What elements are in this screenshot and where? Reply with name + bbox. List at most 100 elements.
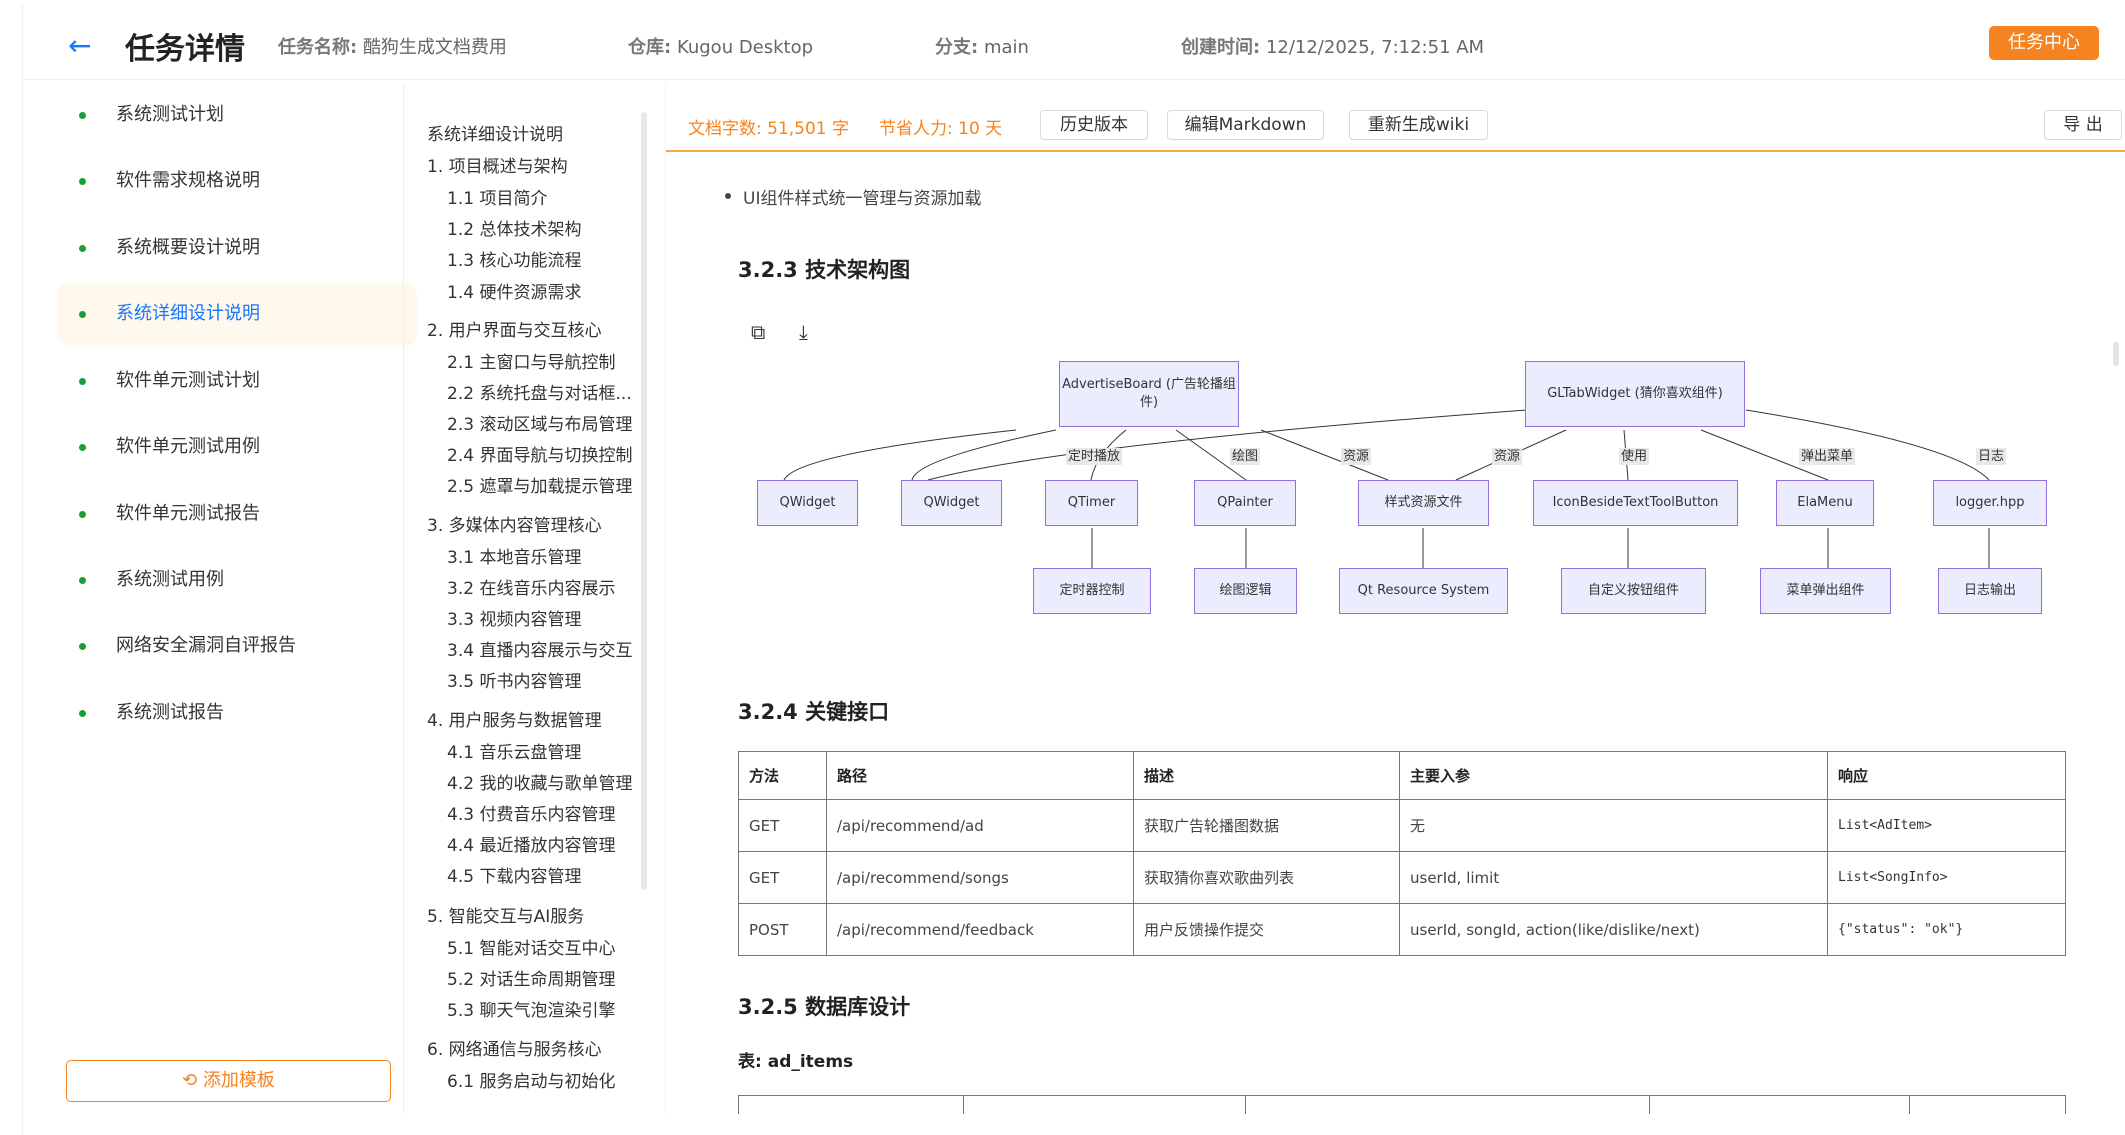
- status-dot-icon: [79, 444, 86, 451]
- node-icon-button: IconBesideTextToolButton: [1533, 480, 1738, 526]
- content-toolbar: 文档字数: 51,501 字 节省人力: 10 天 历史版本 编辑Markdow…: [666, 102, 2125, 152]
- edge-label: 资源: [1492, 448, 1523, 465]
- toc-item[interactable]: 6. 网络通信与服务核心: [427, 1040, 602, 1060]
- refresh-icon: ⟲: [182, 1070, 198, 1091]
- download-icon[interactable]: ⤓: [799, 320, 808, 344]
- toc-item[interactable]: 2.4 界面导航与切换控制: [447, 446, 633, 466]
- toc-item[interactable]: 3.5 听书内容管理: [447, 672, 582, 692]
- toc-item[interactable]: 4.4 最近播放内容管理: [447, 836, 616, 856]
- node-logger: logger.hpp: [1933, 480, 2047, 526]
- toc-item[interactable]: 6.1 服务启动与初始化: [447, 1072, 616, 1092]
- node-advertise-board: AdvertiseBoard (广告轮播组件): [1059, 361, 1239, 427]
- content-divider: [665, 84, 666, 1114]
- copy-icon[interactable]: ⧉: [751, 320, 766, 344]
- table-row: GET /api/recommend/songs 获取猜你喜欢歌曲列表 user…: [738, 851, 2066, 904]
- table-cell: {"status": "ok"}: [1827, 903, 2066, 956]
- toc-item[interactable]: 1.2 总体技术架构: [447, 220, 582, 240]
- branch-meta: 分支: main: [935, 37, 1029, 58]
- node-qt-resource: Qt Resource System: [1339, 568, 1508, 614]
- edge-line: [1175, 429, 1247, 481]
- status-dot-icon: [79, 378, 86, 385]
- doc-item-srs[interactable]: 软件需求规格说明: [57, 150, 417, 212]
- add-template-button[interactable]: ⟲ 添加模板: [66, 1060, 391, 1102]
- toc-item[interactable]: 5.2 对话生命周期管理: [447, 970, 616, 990]
- table-cell: /api/recommend/songs: [826, 851, 1134, 904]
- export-button[interactable]: 导 出: [2044, 110, 2122, 140]
- doc-item-detail-design[interactable]: 系统详细设计说明: [57, 283, 417, 345]
- table-cell: /api/recommend/ad: [826, 799, 1134, 852]
- toc-item[interactable]: 3.1 本地音乐管理: [447, 548, 582, 568]
- list-item: UI组件样式统一管理与资源加载: [724, 184, 981, 209]
- table-of-contents: 系统详细设计说明 1. 项目概述与架构 1.1 项目简介 1.2 总体技术架构 …: [427, 112, 657, 1112]
- column-header: 路径: [826, 751, 1134, 800]
- toc-item[interactable]: 5.1 智能对话交互中心: [447, 939, 616, 959]
- toc-item[interactable]: 2. 用户界面与交互核心: [427, 321, 602, 341]
- node-style-resource: 样式资源文件: [1358, 480, 1489, 526]
- toc-item[interactable]: 1.3 核心功能流程: [447, 251, 582, 271]
- toc-item[interactable]: 1. 项目概述与架构: [427, 157, 568, 177]
- app-window: ← 任务详情 任务名称: 酷狗生成文档费用 仓库: Kugou Desktop …: [22, 4, 2125, 1135]
- toc-item[interactable]: 4.3 付费音乐内容管理: [447, 805, 616, 825]
- doc-item-system-test-plan[interactable]: 系统测试计划: [57, 84, 417, 146]
- edit-markdown-button[interactable]: 编辑Markdown: [1167, 110, 1324, 140]
- toc-item[interactable]: 3.2 在线音乐内容展示: [447, 579, 616, 599]
- back-arrow-icon[interactable]: ←: [68, 29, 92, 62]
- table-cell: 获取猜你喜欢歌曲列表: [1133, 851, 1400, 904]
- toc-item[interactable]: 5.3 聊天气泡渲染引擎: [447, 1001, 616, 1021]
- saved-effort: 节省人力: 10 天: [879, 119, 1003, 139]
- doc-item-security-report[interactable]: 网络安全漏洞自评报告: [57, 615, 417, 677]
- header-bar: ← 任务详情 任务名称: 酷狗生成文档费用 仓库: Kugou Desktop …: [23, 4, 2125, 80]
- toc-item[interactable]: 2.3 滚动区域与布局管理: [447, 415, 633, 435]
- edge-label: 资源: [1341, 448, 1372, 465]
- toc-item[interactable]: 1.4 硬件资源需求: [447, 283, 582, 303]
- column-header: 描述: [1133, 751, 1400, 800]
- table-divider: [1245, 1096, 1246, 1114]
- table-row: GET /api/recommend/ad 获取广告轮播图数据 无 List<A…: [738, 799, 2066, 852]
- status-dot-icon: [79, 112, 86, 119]
- node-qwidget: QWidget: [757, 480, 858, 526]
- toc-item[interactable]: 4.5 下载内容管理: [447, 867, 582, 887]
- edge-label: 日志: [1976, 448, 2007, 465]
- status-dot-icon: [79, 245, 86, 252]
- toc-item[interactable]: 5. 智能交互与AI服务: [427, 907, 585, 927]
- doc-list: 系统测试计划 软件需求规格说明 系统概要设计说明 系统详细设计说明 软件单元测试…: [23, 82, 417, 1072]
- toc-item[interactable]: 2.2 系统托盘与对话框...: [447, 384, 632, 404]
- task-center-button[interactable]: 任务中心: [1989, 26, 2099, 60]
- toc-item[interactable]: 2.1 主窗口与导航控制: [447, 353, 616, 373]
- toc-item[interactable]: 2.5 遮罩与加载提示管理: [447, 477, 633, 497]
- repo-meta: 仓库: Kugou Desktop: [628, 37, 814, 58]
- table-cell: 无: [1399, 799, 1828, 852]
- regenerate-wiki-button[interactable]: 重新生成wiki: [1349, 110, 1488, 140]
- history-button[interactable]: 历史版本: [1040, 110, 1148, 140]
- doc-item-system-test-report[interactable]: 系统测试报告: [57, 682, 417, 744]
- table-header-row: 方法 路径 描述 主要入参 响应: [738, 751, 2066, 800]
- edge-line: [927, 409, 1527, 481]
- toc-item[interactable]: 4.1 音乐云盘管理: [447, 743, 582, 763]
- status-dot-icon: [79, 311, 86, 318]
- toc-item[interactable]: 1.1 项目简介: [447, 189, 548, 209]
- table-cell: 用户反馈操作提交: [1133, 903, 1400, 956]
- toc-item[interactable]: 系统详细设计说明: [427, 125, 563, 145]
- toc-scrollbar[interactable]: [641, 112, 647, 890]
- doc-item-unit-test-cases[interactable]: 软件单元测试用例: [57, 416, 417, 478]
- section-heading-db: 3.2.5 数据库设计: [738, 995, 911, 1019]
- edge-label: 使用: [1619, 448, 1650, 465]
- doc-item-overview-design[interactable]: 系统概要设计说明: [57, 217, 417, 279]
- toc-item[interactable]: 3.3 视频内容管理: [447, 610, 582, 630]
- toc-item[interactable]: 4.2 我的收藏与歌单管理: [447, 774, 633, 794]
- table-cell: 获取广告轮播图数据: [1133, 799, 1400, 852]
- column-header: 响应: [1827, 751, 2066, 800]
- node-gltab-widget: GLTabWidget (猜你喜欢组件): [1525, 361, 1745, 427]
- edge-line: [911, 429, 1057, 481]
- edge-line: [1745, 409, 1990, 481]
- toc-item[interactable]: 3.4 直播内容展示与交互: [447, 641, 633, 661]
- status-dot-icon: [79, 710, 86, 717]
- toc-item[interactable]: 4. 用户服务与数据管理: [427, 711, 602, 731]
- content-scrollbar[interactable]: [2113, 342, 2119, 366]
- doc-item-unit-test-plan[interactable]: 软件单元测试计划: [57, 350, 417, 412]
- doc-item-unit-test-report[interactable]: 软件单元测试报告: [57, 483, 417, 545]
- doc-item-system-test-cases[interactable]: 系统测试用例: [57, 549, 417, 611]
- created-meta: 创建时间: 12/12/2025, 7:12:51 AM: [1181, 37, 1485, 58]
- column-header: 方法: [738, 751, 827, 800]
- toc-item[interactable]: 3. 多媒体内容管理核心: [427, 516, 602, 536]
